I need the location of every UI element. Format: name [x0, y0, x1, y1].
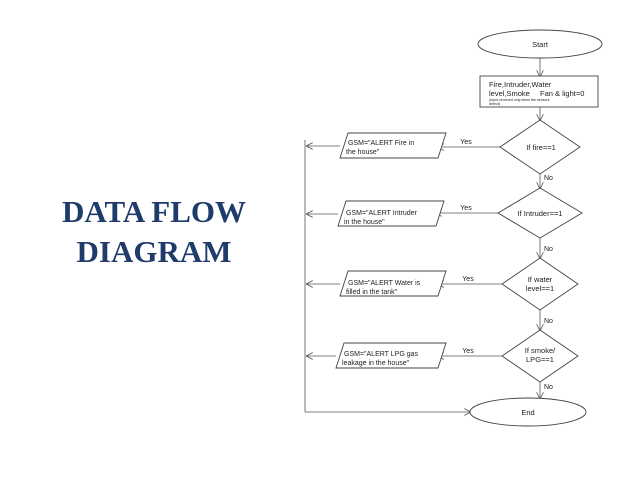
yes-label-2: Yes	[460, 205, 472, 212]
output-lpg-alert: GSM="ALERT LPG gas leakage in the house"	[335, 342, 447, 369]
output-water-line-1: GSM="ALERT Water is	[348, 280, 421, 287]
slide-title-line-1: DATA FLOW	[61, 194, 246, 229]
decision-water: If water level==1	[501, 257, 579, 311]
end-terminal: End	[469, 397, 587, 427]
output-water-line-2: filled in the tank"	[346, 289, 398, 296]
yes-label-4: Yes	[462, 348, 474, 355]
output-fire-alert: GSM="ALERT Fire in the house"	[339, 132, 447, 159]
output-water-alert: GSM="ALERT Water is filled in the tank"	[339, 270, 447, 297]
init-line-2b: Fan & light=0	[540, 89, 584, 98]
output-fire-line-2: the house"	[346, 149, 380, 156]
decision-smoke-line-2: LPG==1	[526, 355, 554, 364]
start-terminal: Start	[477, 29, 603, 59]
end-label: End	[521, 408, 534, 417]
output-lpg-line-1: GSM="ALERT LPG gas	[344, 351, 419, 358]
init-line-1: Fire,Intruder,Water	[489, 80, 552, 89]
decision-fire-label: If fire==1	[526, 143, 556, 152]
no-label-1: No	[544, 175, 553, 182]
decision-intruder: If Intruder==1	[497, 187, 583, 239]
output-lpg-line-2: leakage in the house"	[342, 360, 410, 367]
init-box: Fire,Intruder,Water level,Smoke Fan & li…	[479, 75, 599, 108]
slide-title: DATA FLOW DIAGRAM	[44, 192, 264, 272]
decision-intruder-label: If Intruder==1	[517, 209, 562, 218]
decision-water-line-2: level==1	[526, 284, 554, 293]
start-label: Start	[532, 40, 549, 49]
output-fire-line-1: GSM="ALERT Fire in	[348, 140, 414, 147]
output-intruder-alert: GSM="ALERT Intruder in the house"	[337, 200, 445, 227]
decision-fire: If fire==1	[499, 119, 581, 175]
output-intruder-line-2: in the house"	[344, 219, 385, 226]
decision-smoke-line-1: If smoke/	[525, 346, 556, 355]
init-note-2: detect)	[489, 102, 500, 106]
slide-title-line-2: DIAGRAM	[76, 234, 232, 269]
init-line-2: level,Smoke	[489, 89, 530, 98]
decision-smoke: If smoke/ LPG==1	[501, 329, 579, 383]
yes-label-1: Yes	[460, 139, 472, 146]
no-label-3: No	[544, 318, 553, 325]
output-intruder-line-1: GSM="ALERT Intruder	[346, 210, 418, 217]
yes-label-3: Yes	[462, 276, 474, 283]
init-note-1: (Input received only when the sensors	[489, 98, 550, 102]
no-label-4: No	[544, 384, 553, 391]
no-label-2: No	[544, 246, 553, 253]
decision-water-line-1: If water	[528, 275, 553, 284]
